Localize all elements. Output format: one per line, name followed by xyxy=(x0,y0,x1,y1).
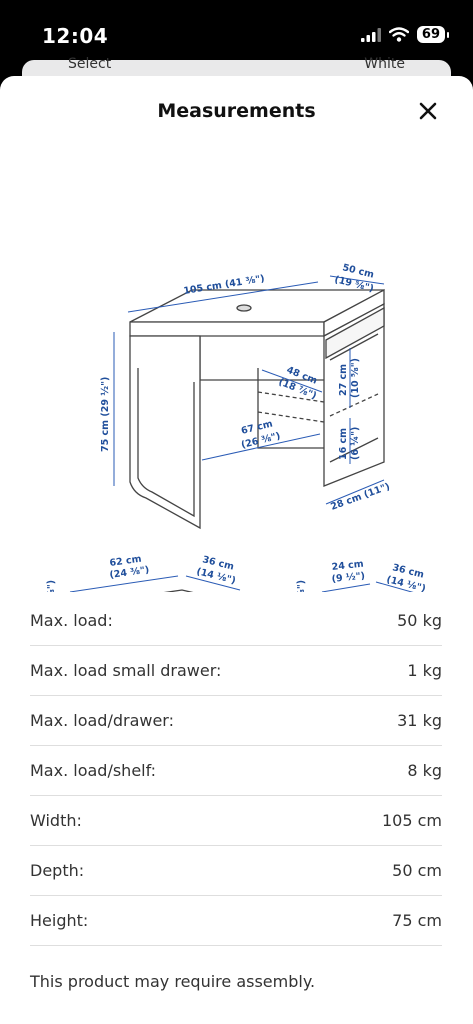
background-peek-left: Select xyxy=(68,56,112,72)
small-drawer-width-label-cm: 24 cm xyxy=(331,559,364,573)
spec-value: 50 kg xyxy=(397,611,442,630)
spec-label: Width: xyxy=(30,811,82,830)
spec-row: Max. load small drawer: 1 kg xyxy=(30,646,442,696)
battery-indicator: 69 xyxy=(416,26,450,43)
lower-opening-label-in: (6 ¼") xyxy=(350,427,361,460)
dimension-lines xyxy=(113,275,385,505)
spec-value: 1 kg xyxy=(407,661,442,680)
spec-value: 31 kg xyxy=(397,711,442,730)
status-bar: 12:04 69 xyxy=(0,0,473,64)
upper-opening-label-cm: 27 cm xyxy=(338,364,349,396)
wifi-icon xyxy=(388,27,409,42)
status-time: 12:04 xyxy=(42,24,109,48)
cellular-signal-icon xyxy=(360,27,381,42)
close-icon xyxy=(419,102,437,120)
lower-opening-label-cm: 16 cm xyxy=(338,428,349,460)
spec-list: Max. load: 50 kg Max. load small drawer:… xyxy=(30,596,442,946)
cabinet-width-label: 28 cm (11") xyxy=(329,481,391,513)
spec-value: 105 cm xyxy=(381,811,442,830)
close-button[interactable] xyxy=(413,96,443,126)
spec-label: Max. load/shelf: xyxy=(30,761,157,780)
small-drawer-dimension-lines xyxy=(321,581,414,592)
measurement-diagram: 105 cm (41 ⅜") 50 cm (19 ⅝") 75 cm (29 ½… xyxy=(46,262,427,592)
spec-row: Width: 105 cm xyxy=(30,796,442,846)
spec-row: Max. load/drawer: 31 kg xyxy=(30,696,442,746)
spec-row: Max. load/shelf: 8 kg xyxy=(30,746,442,796)
large-drawer-illustration xyxy=(163,589,194,592)
spec-value: 8 kg xyxy=(407,761,442,780)
spec-label: Height: xyxy=(30,911,89,930)
large-drawer-height-label: 6 cm (2 ⅜") xyxy=(46,580,57,592)
upper-opening-label-in: (10 ⅝") xyxy=(350,358,361,398)
spec-value: 75 cm xyxy=(392,911,442,930)
spec-value: 50 cm xyxy=(392,861,442,880)
spec-label: Max. load: xyxy=(30,611,113,630)
large-drawer-dimension-lines xyxy=(69,575,241,592)
desk-height-label: 75 cm (29 ½") xyxy=(100,377,111,452)
spec-label: Max. load small drawer: xyxy=(30,661,222,680)
spec-label: Depth: xyxy=(30,861,85,880)
small-drawer-width-label-in: (9 ½") xyxy=(331,571,365,585)
assembly-note: This product may require assembly. xyxy=(30,972,316,991)
sheet-title: Measurements xyxy=(157,100,316,122)
status-icons: 69 xyxy=(360,26,450,43)
desk-illustration xyxy=(129,288,385,530)
spec-row: Max. load: 50 kg xyxy=(30,596,442,646)
spec-row: Depth: 50 cm xyxy=(30,846,442,896)
spec-label: Max. load/drawer: xyxy=(30,711,174,730)
small-drawer-height-label: 6 cm (2 ⅜") xyxy=(296,580,307,592)
background-peek-right: White xyxy=(364,56,405,72)
large-drawer-width-label-cm: 62 cm xyxy=(109,554,142,569)
measurements-sheet: Measurements xyxy=(0,76,473,1024)
spec-row: Height: 75 cm xyxy=(30,896,442,946)
